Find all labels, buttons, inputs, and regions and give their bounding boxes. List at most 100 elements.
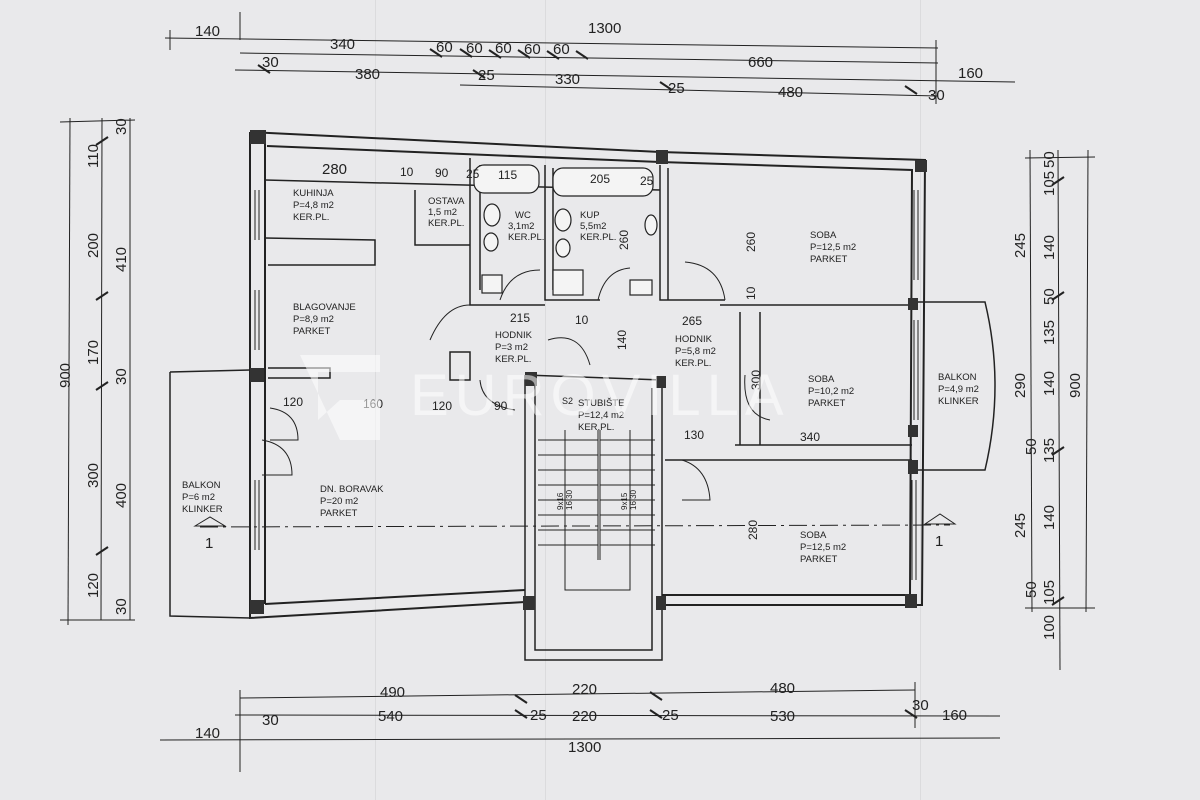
dim-label: 135 bbox=[1041, 320, 1058, 345]
dim-label: 25 bbox=[640, 174, 654, 188]
room-area: P=4,8 m2 bbox=[293, 200, 334, 211]
section-marker: 1 bbox=[205, 535, 213, 552]
room-name: STUBIŠTE bbox=[578, 398, 624, 409]
room-soba-3: SOBA P=12,5 m2 PARKET bbox=[800, 530, 846, 565]
dim-label: 140 bbox=[195, 23, 220, 40]
room-name: DN. BORAVAK bbox=[320, 484, 384, 495]
room-floor: KER.PL. bbox=[675, 358, 711, 369]
room-floor: KLINKER bbox=[938, 396, 979, 407]
room-floor: KER.PL. bbox=[428, 218, 464, 229]
room-area: P=4,9 m2 bbox=[938, 384, 979, 395]
dim-label: 480 bbox=[778, 84, 803, 101]
room-floor: PARKET bbox=[320, 508, 358, 519]
dim-label: 140 bbox=[1041, 505, 1058, 530]
dim-label: 900 bbox=[1067, 373, 1084, 398]
dim-label: 280 bbox=[322, 161, 347, 178]
dim-label: 140 bbox=[1041, 235, 1058, 260]
dim-label: 340 bbox=[800, 430, 820, 444]
bathroom-fixtures bbox=[473, 164, 658, 296]
room-area: P=12,4 m2 bbox=[578, 410, 624, 421]
room-area: P=8,9 m2 bbox=[293, 314, 334, 325]
room-soba-2: SOBA P=10,2 m2 PARKET bbox=[808, 374, 854, 409]
dim-label: 1300 bbox=[588, 20, 621, 37]
room-area: P=5,8 m2 bbox=[675, 346, 716, 357]
dim-label: 60 bbox=[495, 40, 512, 57]
room-floor: KER.PL. bbox=[293, 212, 329, 223]
room-name: SOBA bbox=[810, 230, 837, 241]
dim-label: 400 bbox=[113, 483, 130, 508]
dim-label: 50 bbox=[1041, 151, 1058, 168]
dim-label: 260 bbox=[617, 230, 631, 250]
dim-label: 30 bbox=[113, 118, 130, 135]
dim-label: 300 bbox=[749, 370, 763, 390]
dimension-lines bbox=[59, 12, 1096, 772]
room-name: OSTAVA bbox=[428, 196, 465, 207]
room-floor: KLINKER bbox=[182, 504, 223, 515]
dim-label: 30 bbox=[912, 697, 929, 714]
room-name: HODNIK bbox=[675, 334, 713, 345]
dim-label: 50 bbox=[1041, 288, 1058, 305]
room-floor: PARKET bbox=[800, 554, 838, 565]
dim-label: 9x15 bbox=[620, 492, 629, 510]
dim-label: 130 bbox=[684, 428, 704, 442]
dim-label: 60 bbox=[466, 40, 483, 57]
room-floor: KER.PL. bbox=[495, 354, 531, 365]
dimension-labels-right: 245 290 245 100 105 140 135 140 135 140 … bbox=[1012, 151, 1084, 640]
room-stubiste: STUBIŠTE P=12,4 m2 KER.PL. bbox=[578, 398, 624, 433]
room-name: SOBA bbox=[808, 374, 835, 385]
section-line bbox=[193, 513, 957, 528]
dim-label: 220 bbox=[572, 681, 597, 698]
room-name: SOBA bbox=[800, 530, 827, 541]
dim-label: 25 bbox=[466, 167, 480, 181]
dim-label: 410 bbox=[113, 247, 130, 272]
dim-label: 90 bbox=[494, 399, 508, 413]
dimension-labels-bottom: 490 220 480 30 540 25 220 25 530 30 160 … bbox=[195, 680, 967, 756]
dimension-labels-top: 140 1300 340 60 60 60 60 60 660 30 380 2… bbox=[195, 20, 983, 104]
room-labels: KUHINJA P=4,8 m2 KER.PL. OSTAVA 1,5 m2 K… bbox=[182, 188, 979, 565]
dim-label: 140 bbox=[195, 725, 220, 742]
dim-label: 120 bbox=[283, 395, 303, 409]
dim-label: 30 bbox=[262, 54, 279, 71]
dim-label: 115 bbox=[498, 168, 517, 182]
dim-label: 50 bbox=[1023, 438, 1040, 455]
dim-label: 16,30 bbox=[565, 489, 574, 510]
dim-label: 25 bbox=[530, 707, 547, 724]
room-name: KUHINJA bbox=[293, 188, 334, 199]
dim-label: 110 bbox=[85, 144, 102, 168]
room-hodnik-2: HODNIK P=5,8 m2 KER.PL. bbox=[675, 334, 716, 369]
window-lines bbox=[254, 190, 919, 580]
dim-label: 105 bbox=[1041, 171, 1058, 196]
dim-label: 280 bbox=[746, 520, 760, 540]
dim-label: 120 bbox=[432, 399, 452, 413]
room-balkon-right: BALKON P=4,9 m2 KLINKER bbox=[938, 372, 979, 407]
room-area: P=12,5 m2 bbox=[810, 242, 856, 253]
dim-label: 300 bbox=[85, 463, 102, 488]
dim-label: 330 bbox=[555, 71, 580, 88]
dimension-ticks bbox=[95, 48, 1065, 719]
dim-label: 9x16 bbox=[556, 492, 565, 510]
room-floor: KER.PL. bbox=[580, 232, 616, 243]
paper-fold-line bbox=[545, 0, 546, 800]
dimension-labels-interior: 280 10 90 25 115 205 25 260 260 10 215 1… bbox=[205, 161, 943, 552]
door-swings bbox=[261, 261, 771, 501]
room-floor: PARKET bbox=[293, 326, 331, 337]
dim-label: 160 bbox=[958, 65, 983, 82]
dim-label: 30 bbox=[113, 368, 130, 385]
dim-label: 60 bbox=[436, 39, 453, 56]
dim-label: 100 bbox=[1041, 615, 1058, 640]
dim-label: 380 bbox=[355, 66, 380, 83]
dim-label: 340 bbox=[330, 36, 355, 53]
watermark-logo-icon bbox=[300, 355, 380, 440]
dim-label: S2 bbox=[562, 396, 573, 406]
dim-label: 105 bbox=[1041, 580, 1058, 605]
dim-label: 1300 bbox=[568, 739, 601, 756]
dimension-labels-left: 900 110 200 170 300 120 410 400 30 30 30 bbox=[57, 118, 130, 615]
room-blagovanje: BLAGOVANJE P=8,9 m2 PARKET bbox=[293, 302, 356, 337]
room-name: KUP bbox=[580, 210, 600, 221]
room-name: BALKON bbox=[938, 372, 977, 383]
room-hodnik-1: HODNIK P=3 m2 KER.PL. bbox=[495, 330, 533, 365]
room-area: P=12,5 m2 bbox=[800, 542, 846, 553]
dim-label: 490 bbox=[380, 684, 405, 701]
room-name: BLAGOVANJE bbox=[293, 302, 356, 313]
